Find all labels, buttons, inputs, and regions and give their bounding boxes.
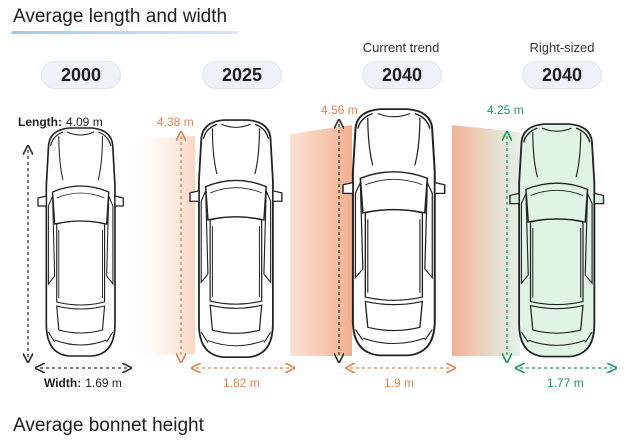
car-2040-right-sized (509, 123, 605, 358)
year-pill-2000: 2000 (41, 61, 121, 89)
growth-band-2000-2025 (125, 136, 195, 356)
title-underline (11, 31, 238, 34)
year-pill-2025: 2025 (202, 61, 282, 89)
length-prefix-2000: Length: (18, 115, 62, 129)
length-label-2000: Length: 4.09 m (18, 115, 103, 129)
width-value-2040-right-sized: 1.77 m (547, 376, 584, 390)
year-pill-2040-trend: 2040 (362, 61, 442, 89)
width-label-2000: Width: 1.69 m (44, 376, 122, 390)
length-value-2000: 4.09 m (66, 115, 103, 129)
growth-band-2040-right (452, 125, 520, 356)
year-pill-2040-right-sized: 2040 (522, 61, 602, 89)
width-prefix-2000: Width: (44, 376, 81, 390)
length-value-2040-trend: 4.56 m (321, 103, 358, 117)
width-value-2000: 1.69 m (85, 376, 122, 390)
car-2025 (189, 119, 283, 359)
car-2000 (37, 127, 125, 357)
width-value-2025: 1.82 m (223, 376, 260, 390)
length-value-2025: 4.38 m (157, 115, 194, 129)
growth-band-2025-2040 (290, 125, 352, 356)
section-title-length-width: Average length and width (13, 6, 228, 27)
scenario-label-current-trend: Current trend (362, 40, 440, 55)
car-2040-trend (342, 108, 446, 357)
section-title-bonnet: Average bonnet height (13, 415, 204, 436)
length-value-2040-right-sized: 4.25 m (487, 103, 524, 117)
scenario-label-right-sized: Right-sized (529, 40, 595, 55)
width-value-2040-trend: 1.9 m (384, 376, 414, 390)
